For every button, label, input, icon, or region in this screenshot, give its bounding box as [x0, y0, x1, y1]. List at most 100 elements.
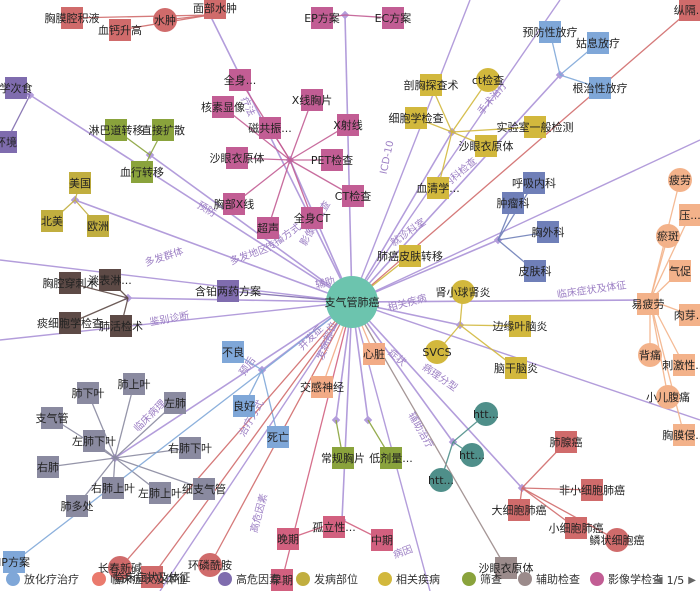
graph-node[interactable]: 血行转移: [120, 161, 164, 183]
legend-item[interactable]: 发病部位: [296, 571, 358, 587]
graph-node[interactable]: 良好: [233, 395, 255, 417]
graph-node[interactable]: 血钙升高: [98, 19, 142, 41]
graph-node[interactable]: 痰细胞学检查: [37, 312, 103, 334]
graph-node[interactable]: 大细胞肺癌: [492, 499, 547, 521]
graph-node[interactable]: 呼吸内科: [512, 172, 556, 194]
graph-node[interactable]: 纵隔...: [674, 0, 700, 21]
graph-node[interactable]: 小细胞肺癌: [549, 517, 604, 539]
graph-node[interactable]: 胸腔穿刺术: [43, 272, 98, 294]
graph-node[interactable]: htt...: [473, 402, 499, 426]
graph-node[interactable]: 左肺: [164, 392, 186, 414]
graph-node[interactable]: 肺腺癌: [550, 431, 583, 453]
graph-node[interactable]: 细胞学检查: [389, 107, 444, 129]
legend-item[interactable]: 筛查: [462, 571, 502, 587]
graph-node[interactable]: 超声: [257, 217, 279, 239]
graph-node[interactable]: PET检查: [311, 149, 353, 171]
graph-node[interactable]: 中期: [371, 529, 393, 551]
graph-node[interactable]: 长春新碱: [98, 556, 142, 580]
graph-node[interactable]: 胸外科: [532, 221, 565, 243]
legend-item[interactable]: 临床症状及体征: [92, 571, 187, 587]
graph-node[interactable]: 易疲劳: [632, 293, 665, 315]
graph-node[interactable]: 北美: [41, 210, 63, 232]
center-node[interactable]: 支气管肺癌: [325, 276, 380, 328]
graph-node[interactable]: 肺癌皮肤转移: [377, 245, 443, 267]
graph-node[interactable]: 心脏: [363, 343, 385, 365]
graph-node[interactable]: 预防性放疗: [523, 21, 578, 43]
graph-node[interactable]: 疲劳: [668, 168, 692, 192]
legend-item[interactable]: 相关疾病: [378, 571, 440, 587]
graph-node[interactable]: X射线: [333, 114, 363, 136]
graph-node[interactable]: 美国: [69, 172, 91, 194]
graph-node[interactable]: 剖胸探查术: [404, 74, 459, 96]
graph-node[interactable]: 环境: [0, 131, 17, 153]
graph-node[interactable]: 临床症状及体征: [114, 566, 191, 588]
graph-node[interactable]: 压...: [679, 204, 700, 226]
graph-node[interactable]: 根治性放疗: [573, 77, 628, 99]
graph-node[interactable]: 欧洲: [87, 215, 109, 237]
graph-node[interactable]: 水肿: [153, 8, 177, 32]
graph-node[interactable]: 肺上叶: [118, 373, 151, 395]
graph-node[interactable]: ct检查: [472, 68, 504, 92]
graph-node[interactable]: 沙眼衣原体: [459, 135, 514, 157]
graph-node[interactable]: 沙眼衣原体: [210, 147, 265, 169]
graph-node[interactable]: 血清学...: [416, 177, 460, 199]
graph-node[interactable]: 全身CT: [294, 207, 331, 229]
graph-node[interactable]: 皮肤科: [519, 260, 552, 282]
graph-node[interactable]: 非小细胞肺癌: [559, 479, 625, 501]
graph-node[interactable]: 小儿腹痛: [646, 385, 690, 409]
legend-item[interactable]: 高危因素: [218, 571, 280, 587]
graph-node[interactable]: 瘀斑: [656, 224, 680, 248]
graph-node[interactable]: 细支气管: [182, 478, 226, 500]
graph-node[interactable]: 肾小球肾炎: [436, 280, 491, 304]
graph-node[interactable]: 右肺: [37, 456, 59, 478]
graph-node[interactable]: 姑息放疗: [576, 32, 620, 54]
graph-node[interactable]: 肺活检术: [99, 315, 143, 337]
graph-node[interactable]: 面部水肿: [193, 0, 237, 19]
graph-node[interactable]: 胸膜侵...: [662, 424, 700, 446]
graph-node[interactable]: 低剂量...: [369, 447, 413, 469]
graph-node[interactable]: 右肺下叶: [168, 437, 212, 459]
graph-node[interactable]: 学次食: [0, 77, 33, 99]
graph-node[interactable]: 肿瘤科: [497, 192, 530, 214]
graph-node[interactable]: 常规胸片: [321, 447, 365, 469]
graph-node[interactable]: 右肺上叶: [91, 477, 135, 499]
graph-node[interactable]: 交感神经: [300, 376, 344, 398]
graph-node[interactable]: 死亡: [267, 426, 289, 448]
graph-node[interactable]: htt...: [428, 468, 454, 492]
legend-item[interactable]: 辅助检查: [518, 571, 580, 587]
next-page-icon[interactable]: ▶: [688, 575, 696, 586]
graph-node[interactable]: 不良: [222, 341, 244, 363]
legend-item[interactable]: 影像学检查: [590, 571, 663, 587]
graph-node[interactable]: 早期: [271, 569, 293, 591]
graph-node[interactable]: 肉芽...: [674, 304, 700, 326]
graph-node[interactable]: 晚期: [277, 528, 299, 550]
graph-node[interactable]: EC方案: [375, 7, 412, 29]
graph-node[interactable]: 刺激性...: [662, 354, 700, 376]
graph-node[interactable]: 磁共振...: [248, 117, 292, 139]
graph-node[interactable]: 含铂两药方案: [195, 280, 261, 302]
graph-node[interactable]: 沙眼衣原体: [479, 557, 534, 579]
graph-node[interactable]: 淋巴道转移: [89, 119, 144, 141]
graph-node[interactable]: CT检查: [335, 185, 371, 207]
graph-node[interactable]: 实验室一般检测: [497, 116, 574, 138]
graph-node[interactable]: 气促: [669, 260, 691, 282]
legend-item[interactable]: 放化疗治疗: [6, 571, 79, 587]
graph-node[interactable]: 左肺下叶: [72, 430, 116, 452]
graph-node[interactable]: 鳞状细胞癌: [590, 528, 645, 552]
graph-node[interactable]: SVCS: [422, 340, 452, 364]
graph-node[interactable]: IP方案: [0, 551, 30, 573]
graph-node[interactable]: EP方案: [304, 7, 340, 29]
graph-node[interactable]: 胸膜腔积液: [45, 7, 100, 29]
graph-node[interactable]: 边缘叶脑炎: [493, 315, 548, 337]
graph-node[interactable]: 全身...: [224, 69, 257, 91]
graph-node[interactable]: 孤立性...: [312, 516, 356, 538]
graph-node[interactable]: 直接扩散: [141, 119, 185, 141]
graph-node[interactable]: htt...: [459, 443, 485, 467]
graph-node[interactable]: 背痛: [638, 343, 662, 367]
graph-node[interactable]: 胸部X线: [214, 193, 255, 215]
graph-node[interactable]: 淡表淋...: [88, 269, 132, 291]
graph-node[interactable]: 环磷酰胺: [188, 553, 232, 577]
graph-node[interactable]: 支气管: [36, 407, 69, 429]
graph-node[interactable]: 肺多处: [61, 495, 94, 517]
